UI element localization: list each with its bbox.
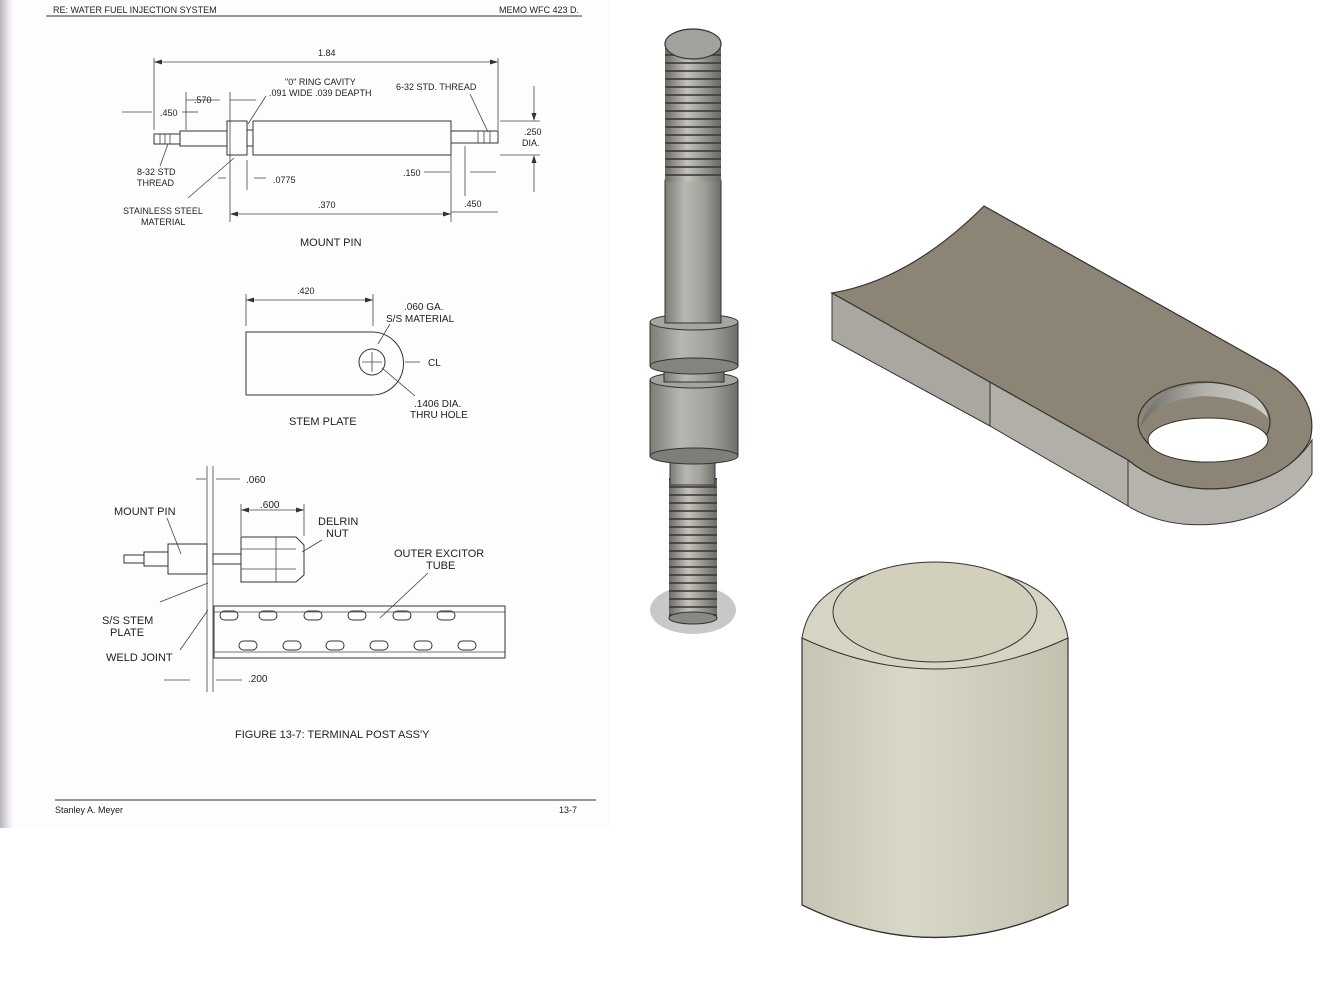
scanned-page xyxy=(0,0,610,828)
assembly-drawing: .060 MOUNT PIN .600 DELRIN NUT xyxy=(102,466,506,741)
dim-600: .600 xyxy=(260,500,280,511)
tube-slots xyxy=(219,610,477,651)
gauge-label-1: .060 GA. xyxy=(404,302,443,313)
assembly-mount-pin-label: MOUNT PIN xyxy=(114,506,176,518)
dim-450-right: .450 xyxy=(464,199,482,209)
footer-right: 13-7 xyxy=(559,805,577,815)
nut-3d-render xyxy=(801,561,1069,938)
dia-label-1: .250 xyxy=(524,127,542,137)
page-edge-shadow xyxy=(0,0,14,828)
stem-plate-title: STEM PLATE xyxy=(289,416,357,428)
dim-0775: .0775 xyxy=(273,175,296,185)
delrin-label-1: DELRIN xyxy=(318,516,358,528)
outer-tube-label-2: TUBE xyxy=(426,560,455,572)
dia-label-2: DIA. xyxy=(522,138,540,148)
material-label-1: STAINLESS STEEL xyxy=(123,206,203,216)
o-ring-label-2: .091 WIDE .039 DEAPTH xyxy=(269,88,372,98)
footer-left: Stanley A. Meyer xyxy=(55,805,123,815)
header-left: RE: WATER FUEL INJECTION SYSTEM xyxy=(53,5,217,15)
mount-pin-drawing: 1.84 .570 .450 "0" RING CAVITY xyxy=(122,48,542,249)
pin-top-face xyxy=(664,28,722,60)
gauge-label-2: S/S MATERIAL xyxy=(386,314,455,325)
thread-left-label-1: 8-32 STD xyxy=(137,167,176,177)
hole-label-2: THRU HOLE xyxy=(410,410,468,421)
hole-label-1: .1406 DIA. xyxy=(414,399,461,410)
dim-370: .370 xyxy=(318,200,336,210)
header-right: MEMO WFC 423 D. xyxy=(499,5,579,15)
o-ring-label-1: "0" RING CAVITY xyxy=(285,77,356,87)
material-label-2: MATERIAL xyxy=(141,217,185,227)
weld-joint-label: WELD JOINT xyxy=(106,652,173,664)
ss-plate-label-1: S/S STEM xyxy=(102,615,153,627)
dim-060: .060 xyxy=(246,475,266,486)
dim-overall: 1.84 xyxy=(318,48,336,58)
delrin-label-2: NUT xyxy=(326,528,349,540)
ss-plate-label-2: PLATE xyxy=(110,627,144,639)
figure-caption: FIGURE 13-7: TERMINAL POST ASS'Y xyxy=(235,729,430,741)
thread-right-label: 6-32 STD. THREAD xyxy=(396,82,477,92)
cl-label: CL xyxy=(428,358,441,369)
outer-tube-label-1: OUTER EXCITOR xyxy=(394,548,484,560)
plate-3d-render xyxy=(830,205,1313,526)
dim-570: .570 xyxy=(194,95,212,105)
dim-450-left: .450 xyxy=(160,108,178,118)
stem-plate-drawing: .420 .060 GA. S/S MATERIAL CL .1406 DIA.… xyxy=(245,286,468,428)
mount-pin-title: MOUNT PIN xyxy=(300,237,362,249)
pin-3d-render xyxy=(649,28,739,634)
dim-420: .420 xyxy=(297,286,315,296)
dim-150: .150 xyxy=(403,168,421,178)
dim-200: .200 xyxy=(248,674,268,685)
thread-left-label-2: THREAD xyxy=(137,178,175,188)
